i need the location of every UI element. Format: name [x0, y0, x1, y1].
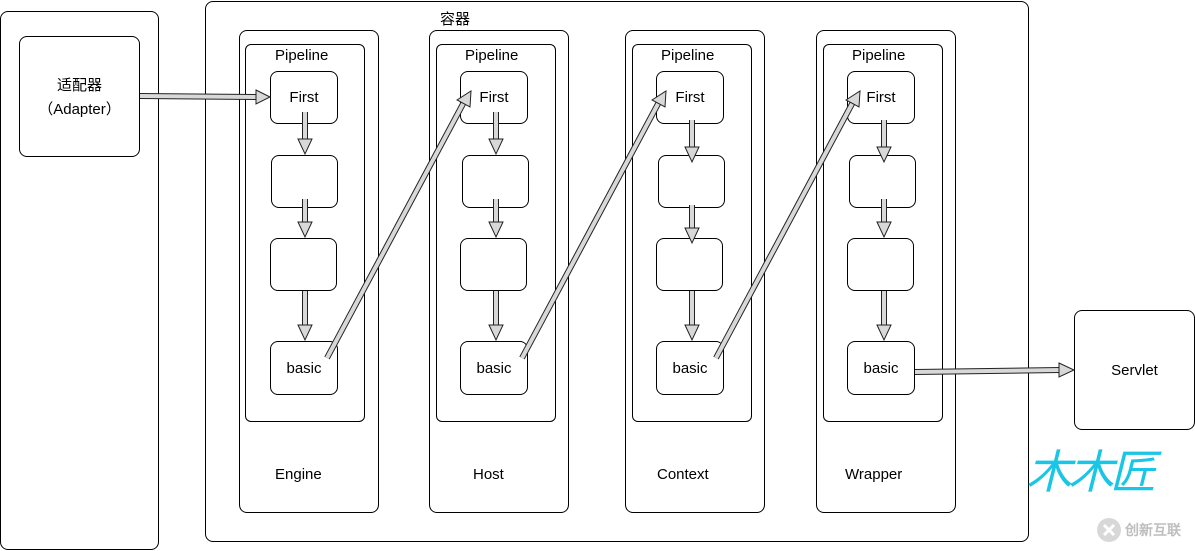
- container-title: 容器: [440, 11, 471, 28]
- context-first-valve: First: [656, 71, 724, 124]
- wrapper-valve-3: [847, 238, 914, 291]
- adapter-box: 适配器 （Adapter）: [19, 36, 140, 157]
- host-first-valve: First: [460, 71, 528, 124]
- brand-logo-text: 创新互联: [1125, 523, 1181, 539]
- wrapper-basic-valve: basic: [847, 341, 915, 395]
- engine-basic-valve: basic: [270, 341, 338, 395]
- brand-logo: 创新互联: [1096, 512, 1195, 548]
- host-pipeline-label: Pipeline: [465, 47, 519, 64]
- context-basic-valve: basic: [656, 341, 724, 395]
- engine-first-valve: First: [270, 71, 338, 124]
- host-basic-valve: basic: [460, 341, 528, 395]
- wrapper-valve-2: [849, 155, 916, 208]
- brand-logo-icon: [1097, 518, 1121, 542]
- wrapper-pipeline-label: Pipeline: [852, 47, 906, 64]
- engine-valve-3: [270, 238, 337, 291]
- context-pipeline-label: Pipeline: [661, 47, 715, 64]
- adapter-label: 适配器: [56, 77, 102, 94]
- wrapper-first-valve: First: [847, 71, 915, 124]
- host-label: Host: [473, 466, 504, 483]
- engine-valve-2: [271, 155, 338, 208]
- context-label: Context: [657, 466, 709, 483]
- context-valve-3: [656, 238, 723, 291]
- servlet-box: Servlet: [1074, 310, 1195, 430]
- adapter-sublabel: （Adapter）: [38, 101, 121, 118]
- engine-pipeline-label: Pipeline: [275, 47, 329, 64]
- host-valve-2: [462, 155, 529, 208]
- context-valve-2: [658, 155, 725, 208]
- watermark-text: 木木匠: [1026, 445, 1156, 499]
- wrapper-label: Wrapper: [845, 466, 903, 483]
- host-valve-3: [460, 238, 527, 291]
- engine-label: Engine: [275, 466, 322, 483]
